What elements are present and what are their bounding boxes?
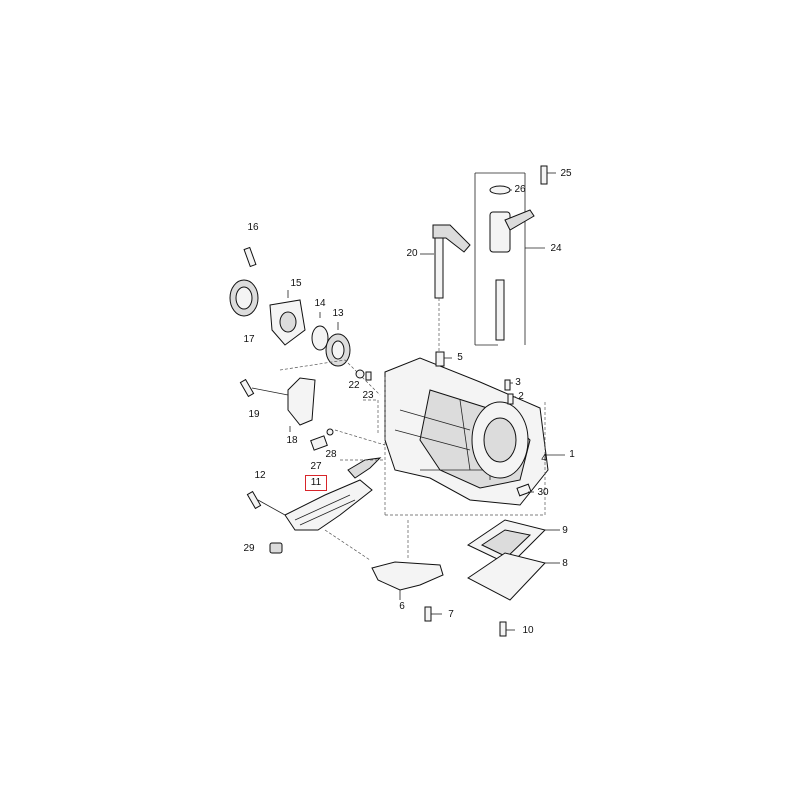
bottom-cover-6 — [371, 520, 444, 600]
callout-28: 28 — [325, 449, 337, 460]
callout-4: 4 — [541, 453, 547, 464]
callout-20: 20 — [406, 248, 418, 259]
oil-pan-9 — [466, 519, 560, 566]
bolt-12 — [246, 490, 286, 516]
bearing-13 — [325, 333, 351, 367]
callout-25: 25 — [560, 168, 572, 179]
pin-3 — [504, 379, 513, 391]
callout-22: 22 — [348, 380, 360, 391]
callout-7: 7 — [448, 609, 454, 620]
shift-lever-20 — [420, 224, 471, 352]
fork-bracket — [279, 359, 381, 396]
callout-13: 13 — [332, 308, 344, 319]
clutch-cover-11 — [284, 457, 382, 531]
callout-3: 3 — [515, 377, 521, 388]
pin-2 — [507, 393, 516, 405]
bearing-plate-15 — [269, 299, 306, 346]
speedometer-assembly — [474, 172, 545, 346]
callout-1: 1 — [569, 449, 575, 460]
switch-27 — [310, 435, 328, 451]
seal-17 — [229, 279, 259, 317]
callout-23: 23 — [362, 390, 374, 401]
callout-26: 26 — [514, 184, 526, 195]
callout-15: 15 — [290, 278, 302, 289]
callout-24: 24 — [550, 243, 562, 254]
gasket-8 — [467, 552, 560, 601]
bolt-19 — [239, 378, 289, 398]
bolt-16 — [243, 246, 257, 268]
callout-8: 8 — [562, 558, 568, 569]
plug-30 — [516, 483, 534, 497]
transmission-housing — [384, 357, 549, 506]
callout-11: 11 — [305, 475, 327, 491]
callout-27: 27 — [310, 461, 322, 472]
callout-9: 9 — [562, 525, 568, 536]
bolt-10 — [499, 621, 515, 637]
callout-2: 2 — [518, 391, 524, 402]
shift-fork-18 — [287, 377, 316, 432]
washer-28 — [326, 428, 334, 436]
callout-29: 29 — [243, 543, 255, 554]
callout-14: 14 — [314, 298, 326, 309]
plug-22 — [355, 369, 372, 381]
callout-10: 10 — [522, 625, 534, 636]
bolt-25 — [540, 165, 556, 185]
callout-18: 18 — [286, 435, 298, 446]
callout-30: 30 — [537, 487, 549, 498]
callout-19: 19 — [248, 409, 260, 420]
ring-14 — [311, 325, 329, 351]
callout-6: 6 — [399, 601, 405, 612]
bolt-7 — [424, 606, 442, 622]
bolt-5 — [435, 351, 452, 367]
callout-5: 5 — [457, 352, 463, 363]
callout-12: 12 — [254, 470, 266, 481]
cap-29 — [269, 542, 283, 554]
callout-16: 16 — [247, 222, 259, 233]
callout-17: 17 — [243, 334, 255, 345]
